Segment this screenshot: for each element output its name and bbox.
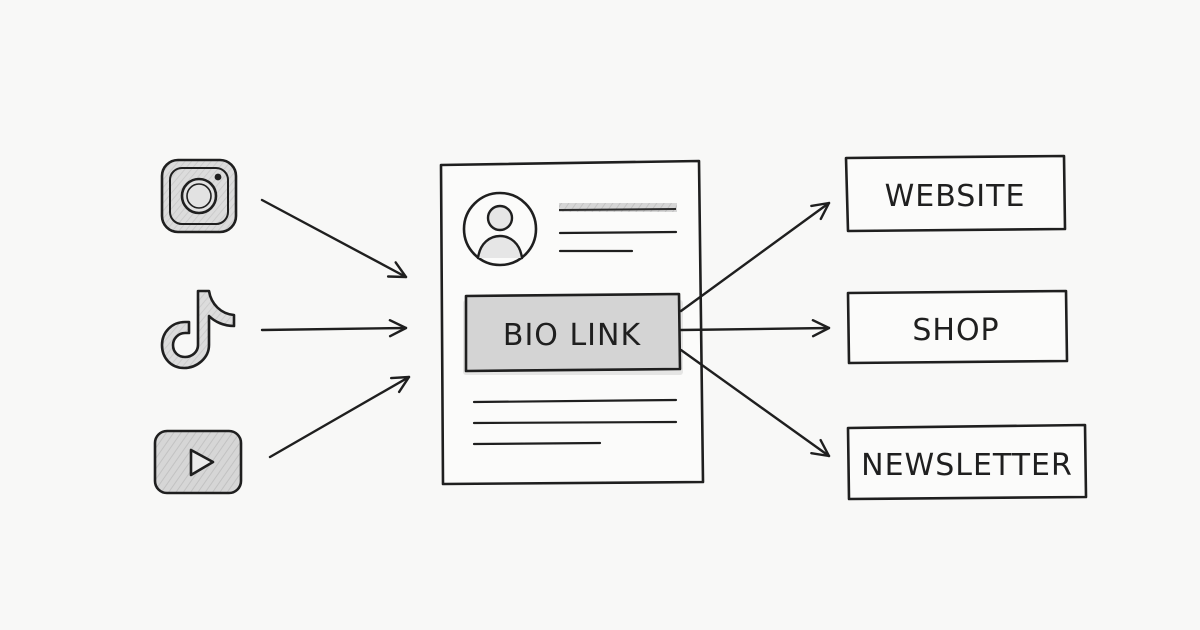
content-line-3	[472, 441, 602, 446]
destination-shop-label: SHOP	[912, 313, 999, 348]
content-line-1	[472, 398, 678, 404]
profile-name-line	[558, 208, 677, 211]
arrow-youtube-to-biolink	[268, 375, 411, 459]
bio-link-page: BIO LINK	[439, 159, 705, 486]
arrow-tiktok-to-biolink	[260, 319, 408, 338]
profile-bio-line-1	[558, 230, 678, 235]
destination-shop[interactable]: SHOP	[846, 289, 1069, 365]
profile-name-placeholder	[559, 203, 677, 212]
user-avatar-icon	[462, 191, 538, 267]
bio-link-label: BIO LINK	[503, 318, 642, 353]
arrow-biolink-to-website	[679, 201, 831, 313]
content-line-2	[472, 420, 678, 425]
arrow-biolink-to-newsletter	[679, 348, 831, 458]
instagram-icon	[160, 158, 238, 234]
youtube-icon	[153, 429, 243, 495]
destination-website-label: WEBSITE	[885, 179, 1026, 214]
arrow-biolink-to-shop	[679, 319, 831, 338]
destination-website[interactable]: WEBSITE	[844, 154, 1067, 233]
destination-newsletter[interactable]: NEWSLETTER	[846, 423, 1088, 501]
arrow-instagram-to-biolink	[260, 198, 408, 279]
bio-link-button[interactable]: BIO LINK	[463, 292, 683, 375]
destination-newsletter-label: NEWSLETTER	[861, 448, 1073, 483]
tiktok-icon	[160, 289, 236, 370]
